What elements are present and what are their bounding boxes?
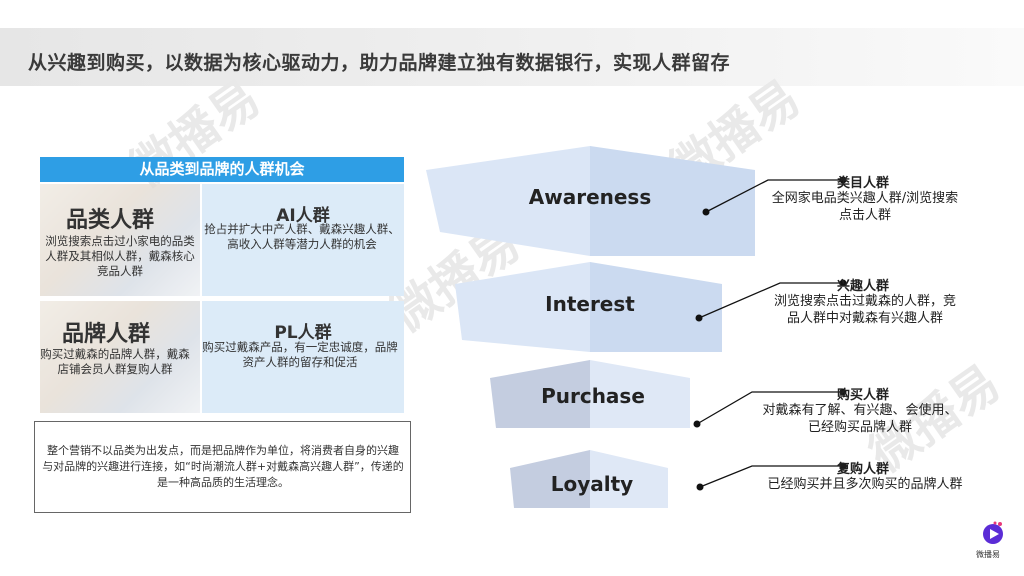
audience-desc: 全网家电品类兴趣人群/浏览搜索点击人群 bbox=[771, 191, 959, 223]
funnel-purchase-right bbox=[590, 360, 690, 428]
stage-purchase: Purchase bbox=[541, 384, 645, 408]
audience-title: 类目人群 bbox=[836, 176, 889, 191]
category-segment-desc: 浏览搜索点击过小家电的品类人群及其相似人群，戴森核心竞品人群 bbox=[45, 234, 195, 278]
play-logo-icon bbox=[983, 521, 1003, 544]
brand-segment-desc: 购买过戴森的品牌人群，戴森店铺会员人群复购人群 bbox=[40, 347, 190, 376]
funnel-loyalty-left bbox=[510, 450, 590, 508]
brand-segment-label: 品牌人群 bbox=[62, 322, 151, 347]
stage-interest: Interest bbox=[545, 292, 635, 316]
audience-title: 购买人群 bbox=[836, 388, 889, 403]
funnel-awareness-right bbox=[590, 146, 755, 256]
funnel-loyalty-right bbox=[590, 450, 668, 508]
stage-awareness: Awareness bbox=[528, 185, 652, 209]
panel-heading: 从品类到品牌的人群机会 bbox=[40, 157, 404, 182]
connector-line bbox=[696, 391, 843, 425]
logo-text: 微播易 bbox=[976, 550, 1000, 559]
connector-line bbox=[699, 465, 843, 488]
connector-dot bbox=[839, 388, 847, 396]
audience-desc: 对戴森有了解、有兴趣、会使用、已经购买品牌人群 bbox=[762, 403, 958, 435]
audience-desc: 已经购买并且多次购买的品牌人群 bbox=[767, 477, 963, 492]
funnel-interest-right bbox=[590, 262, 722, 352]
connector-dot bbox=[693, 420, 701, 428]
funnel-interest-left bbox=[455, 262, 590, 352]
connector-line bbox=[698, 282, 843, 319]
audience-desc: 浏览搜索点击过戴森的人群，竞品人群中对戴森有兴趣人群 bbox=[773, 294, 956, 326]
note-box bbox=[34, 421, 411, 513]
funnel-awareness-left bbox=[426, 146, 590, 256]
category-segment-label: 品类人群 bbox=[66, 208, 155, 233]
title-bar bbox=[0, 28, 1024, 86]
photo-overlay bbox=[40, 184, 200, 296]
connector-dot bbox=[839, 176, 847, 184]
pl-segment-title: PL人群 bbox=[274, 323, 332, 343]
connector-dot bbox=[839, 462, 847, 470]
photo-overlay bbox=[40, 301, 200, 413]
connector-dot bbox=[695, 314, 703, 322]
ai-segment-desc: 抢占并扩大中产人群、戴森兴趣人群、高收入人群等潜力人群的机会 bbox=[204, 222, 400, 251]
connector-dot bbox=[839, 279, 847, 287]
audience-title: 兴趣人群 bbox=[836, 279, 889, 294]
connector-line bbox=[705, 179, 843, 213]
note-text: 整个营销不以品类为出发点，而是把品牌作为单位，将消费者自身的兴趣与对品牌的兴趣进… bbox=[42, 444, 404, 489]
stage-loyalty: Loyalty bbox=[550, 472, 634, 496]
connector-dot bbox=[696, 483, 704, 491]
pl-segment-box bbox=[202, 301, 404, 413]
pl-segment-desc: 购买过戴森产品，有一定忠诚度，品牌资产人群的留存和促活 bbox=[202, 340, 398, 369]
ai-segment-title: AI人群 bbox=[276, 206, 330, 226]
audience-title: 复购人群 bbox=[836, 462, 889, 477]
connector-dot bbox=[702, 208, 710, 216]
page-title: 从兴趣到购买，以数据为核心驱动力，助力品牌建立独有数据银行，实现人群留存 bbox=[28, 52, 731, 74]
ai-segment-box bbox=[202, 184, 404, 296]
funnel-purchase-left bbox=[490, 360, 590, 428]
